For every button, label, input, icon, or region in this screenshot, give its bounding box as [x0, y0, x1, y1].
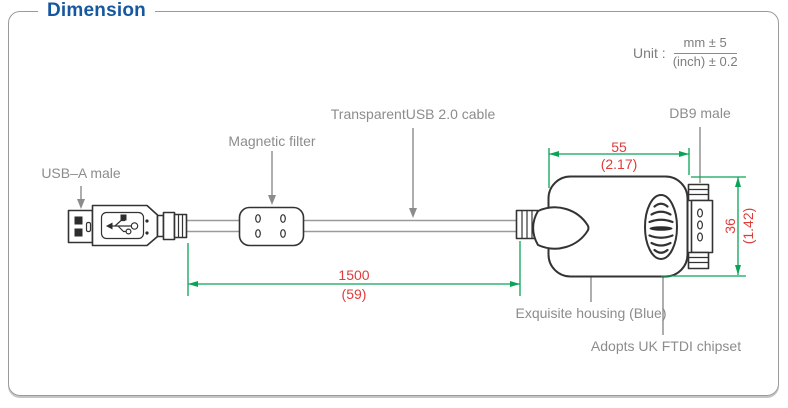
callout-chipset: Adopts UK FTDI chipset — [590, 338, 742, 354]
callout-usb-a-male: USB–A male — [41, 165, 121, 181]
callout-db9-male: DB9 male — [669, 105, 731, 121]
adapter-housing — [515, 175, 689, 278]
unit-fraction: mm ± 5 (inch) ± 0.2 — [672, 35, 738, 70]
callout-usb-cable: TransparentUSB 2.0 cable — [330, 106, 496, 122]
unit-note: Unit : mm ± 5 (inch) ± 0.2 — [633, 35, 738, 70]
dimension-height-inch: (1.42) — [740, 207, 756, 245]
dimension-length-lines — [187, 241, 521, 296]
unit-label: Unit : — [633, 44, 666, 61]
magnetic-filter — [238, 206, 305, 247]
callout-housing: Exquisite housing (Blue) — [515, 305, 667, 321]
dimension-height-mm: 36 — [722, 218, 738, 234]
page-title: Dimension — [38, 0, 155, 22]
dimension-length-mm: 1500 — [338, 267, 370, 283]
usb-a-leader-arrow-icon — [77, 186, 85, 209]
callout-magnetic-filter: Magnetic filter — [228, 133, 316, 149]
dimension-length-inch: (59) — [341, 286, 367, 302]
usb-trident-icon — [106, 214, 139, 235]
usb-a-connector — [67, 204, 188, 247]
dimension-width-mm: 55 — [611, 139, 627, 155]
unit-inch-tolerance: (inch) ± 0.2 — [672, 53, 738, 69]
db9-connector — [687, 183, 714, 270]
unit-mm-tolerance: mm ± 5 — [673, 35, 737, 54]
dimension-height-lines — [661, 176, 746, 277]
figure-border — [8, 11, 779, 396]
usb-cable — [186, 219, 518, 233]
dimension-width-inch: (2.17) — [600, 156, 638, 172]
ftdi-emblem-icon — [644, 194, 678, 260]
dimension-width-lines — [548, 148, 690, 188]
strain-relief — [532, 206, 590, 250]
magnetic-filter-leader-arrow-icon — [268, 151, 276, 205]
cable-leader-arrow-icon — [409, 128, 417, 218]
